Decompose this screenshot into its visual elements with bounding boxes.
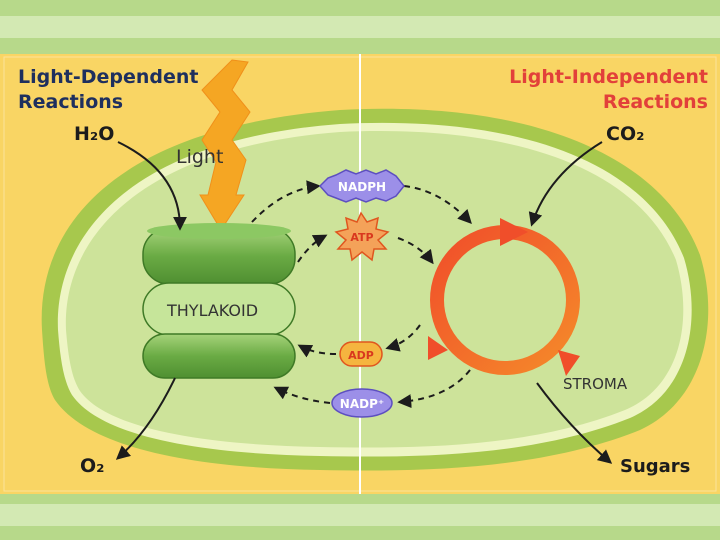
title-right-line2: Reactions xyxy=(603,91,708,113)
thylakoid-cap xyxy=(147,223,291,239)
thylakoid-label: THYLAKOID xyxy=(166,301,258,320)
bottom-green-band xyxy=(0,494,720,504)
water-arrow xyxy=(117,141,187,231)
adp-label: ADP xyxy=(348,349,374,362)
calvin-cycle xyxy=(428,218,580,376)
oxygen-arrow xyxy=(115,377,176,460)
light-label: Light xyxy=(176,146,223,168)
thylakoid-stack xyxy=(142,223,296,379)
arrow-atp-to-cycle xyxy=(397,237,434,265)
cycle-arrowhead-left xyxy=(428,336,448,360)
top-green-band-2 xyxy=(0,38,720,54)
top-green-band xyxy=(0,0,720,16)
arrow-adp-to-thylakoid xyxy=(297,344,337,358)
nadph-badge xyxy=(318,169,405,203)
carbon-dioxide-arrow xyxy=(528,141,603,227)
arrow-to-nadph xyxy=(251,180,321,223)
atp-badge xyxy=(334,211,390,262)
carbon-dioxide-label: CO₂ xyxy=(606,123,644,145)
title-right-line1: Light-Independent xyxy=(509,66,708,88)
title-left-line1: Light-Dependent xyxy=(18,66,198,88)
oxygen-label: O₂ xyxy=(80,455,104,477)
thylakoid-disc-bottom xyxy=(142,333,296,379)
bottom-light-band xyxy=(0,504,720,526)
nadph-label: NADPH xyxy=(338,180,386,194)
nadp-badge xyxy=(331,388,393,418)
arrow-to-atp xyxy=(297,234,328,263)
cycle-arrowhead-right xyxy=(558,350,580,376)
sugars-label: Sugars xyxy=(620,456,690,477)
top-light-band xyxy=(0,16,720,38)
adp-badge xyxy=(339,341,383,367)
title-left-line2: Reactions xyxy=(18,91,123,113)
atp-label: ATP xyxy=(350,231,373,244)
light-arrow xyxy=(199,59,251,231)
nadp-label: NADP⁺ xyxy=(340,397,384,411)
water-label: H₂O xyxy=(74,123,114,145)
bottom-green-band-2 xyxy=(0,526,720,540)
arrow-nadp-to-thylakoid xyxy=(273,386,331,404)
stroma-label: STROMA xyxy=(563,375,628,393)
sugars-arrow xyxy=(536,382,613,464)
arrow-cycle-to-adp xyxy=(385,324,421,352)
arrow-nadph-to-cycle xyxy=(403,185,472,225)
cycle-arrowhead-top xyxy=(500,218,528,246)
arrow-cycle-to-nadp xyxy=(397,369,471,409)
